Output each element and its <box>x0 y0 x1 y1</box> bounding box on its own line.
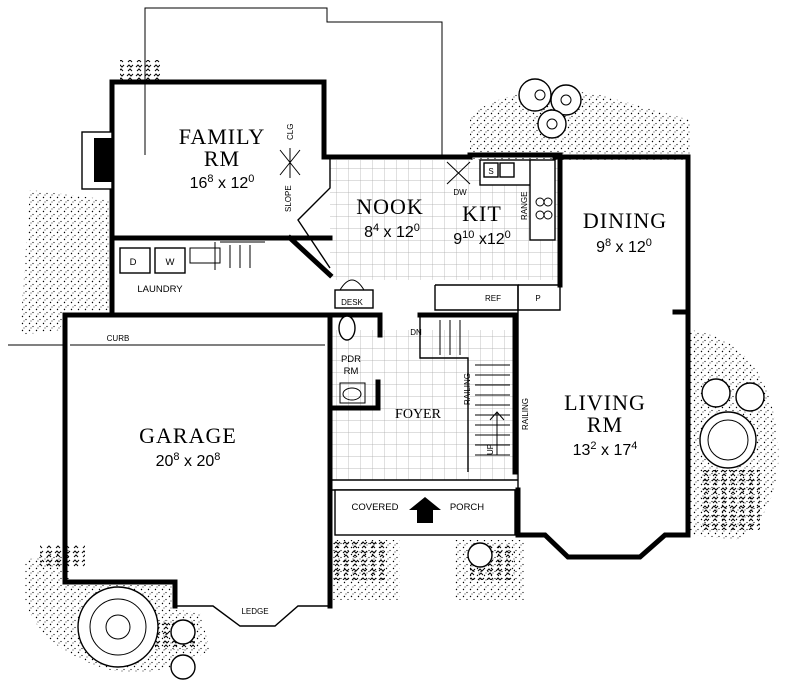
room-labels: FAMILY RM 168 x 120 NOOK 84 x 120 KIT 91… <box>139 124 667 470</box>
up-label: UP <box>486 444 495 455</box>
garage-dims: 208 x 208 <box>156 451 221 470</box>
dn-label: DN <box>410 328 422 337</box>
pantry-label: P <box>535 294 540 303</box>
range-label: RANGE <box>520 192 529 220</box>
garage-name: GARAGE <box>139 423 237 448</box>
sink-label: S <box>488 167 493 176</box>
dryer-label: D <box>130 257 137 268</box>
ref-label: REF <box>485 294 501 303</box>
covered-label: COVERED <box>352 502 399 513</box>
railing-right-label: RAILING <box>521 398 530 430</box>
pdr-name-1: PDR <box>341 354 361 365</box>
dining-dims: 98 x 120 <box>596 237 652 256</box>
laundry-appliances <box>119 241 265 274</box>
railing-left-label: RAILING <box>463 373 472 405</box>
family-room-name-2: RM <box>204 146 240 171</box>
washer-label: W <box>166 257 175 268</box>
laundry-label: LAUNDRY <box>137 284 183 295</box>
trees <box>77 78 765 680</box>
fixtures <box>334 279 374 404</box>
kitchen-dims: 910 x120 <box>453 229 511 248</box>
clg-label: CLG <box>286 124 295 140</box>
ledge-label: LEDGE <box>241 607 268 616</box>
living-name-2: RM <box>587 412 623 437</box>
staircase <box>439 320 510 456</box>
dining-name: DINING <box>583 208 667 233</box>
dw-label: DW <box>453 188 467 197</box>
family-room-name-1: FAMILY <box>179 124 266 149</box>
kitchen-counters <box>446 159 556 241</box>
family-room-dims: 168 x 120 <box>190 173 255 192</box>
curb-label: CURB <box>107 334 130 343</box>
slope-label: SLOPE <box>284 185 293 212</box>
living-dims: 132 x 174 <box>573 440 638 459</box>
nook-dims: 84 x 120 <box>364 222 420 241</box>
pdr-name-2: RM <box>344 366 359 377</box>
upper-outline <box>144 7 443 155</box>
porch-label: PORCH <box>450 502 484 513</box>
ceiling-fan-icon <box>279 148 301 178</box>
desk-label: DESK <box>341 298 363 307</box>
entry-arrow-icon <box>409 497 441 523</box>
foyer-name: FOYER <box>395 407 442 422</box>
kitchen-name: KIT <box>462 201 502 226</box>
fixture-labels: LAUNDRY D W DESK REF P DW S RANGE DN UP … <box>107 124 541 616</box>
living-name-1: LIVING <box>564 390 646 415</box>
nook-name: NOOK <box>356 194 424 219</box>
